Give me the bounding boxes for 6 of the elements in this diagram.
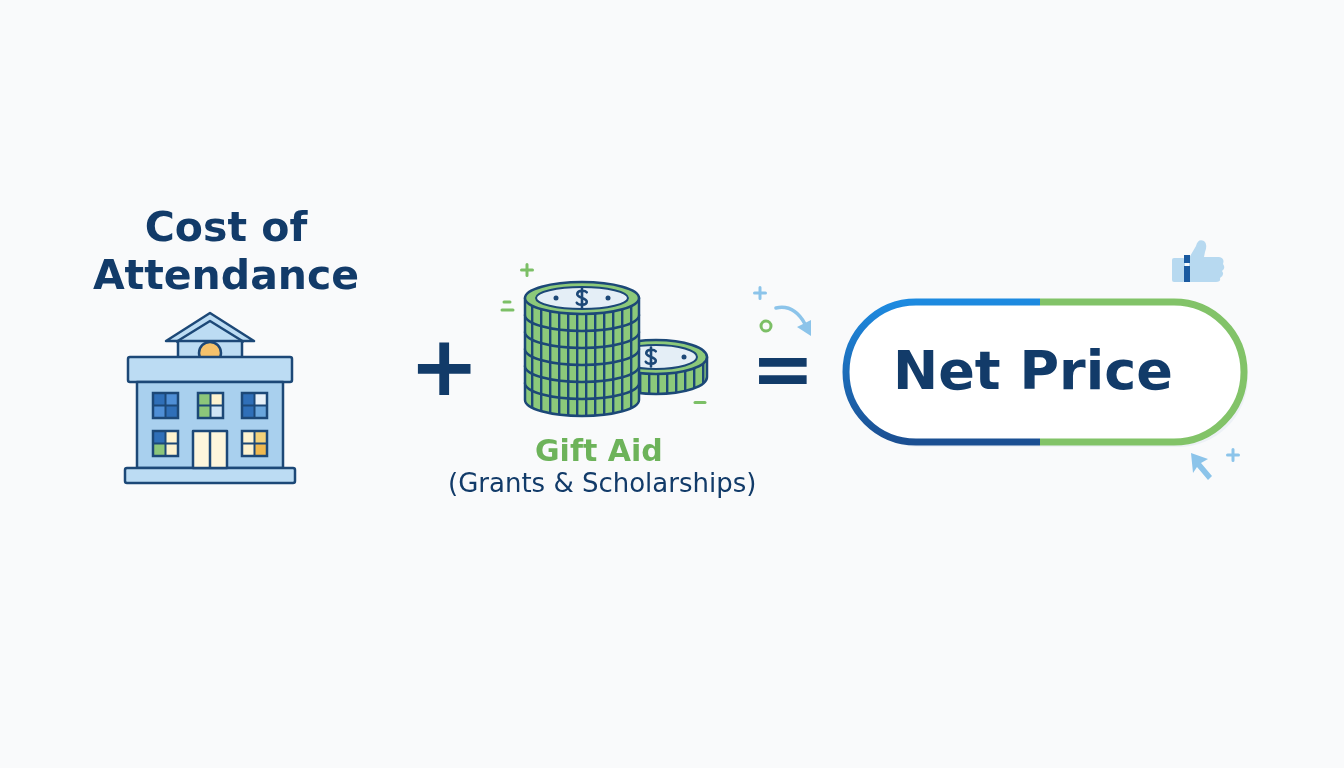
subheading: (Grants & Scholarships): [448, 469, 757, 499]
result-label: Net Price: [893, 340, 1173, 403]
equals-operator: =: [751, 331, 815, 407]
heading: Gift Aid: [535, 434, 663, 469]
heading: Cost of Attendance: [91, 204, 361, 300]
plus-operator: +: [409, 324, 480, 408]
